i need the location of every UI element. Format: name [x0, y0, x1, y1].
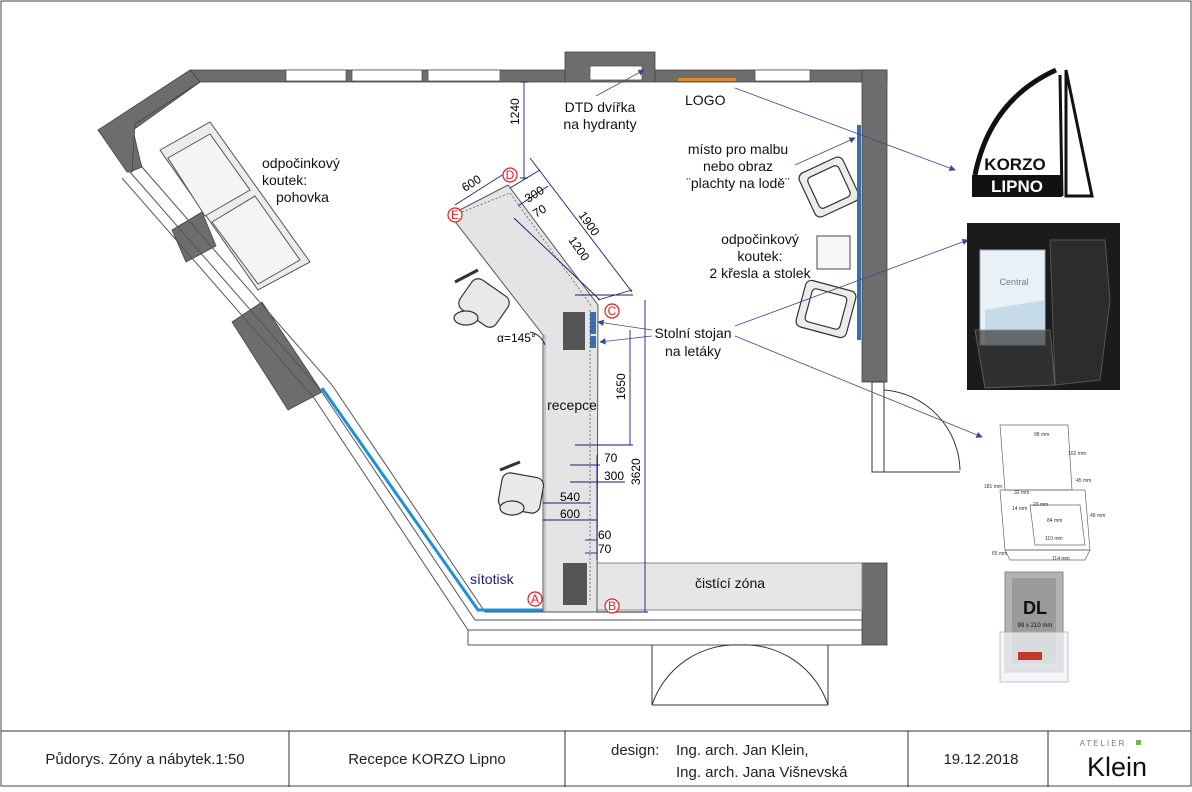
sofa-corner-label-1: odpočinkový: [262, 155, 340, 171]
dim-3620: 3620: [629, 458, 643, 485]
painting-pointer: [794, 137, 856, 166]
angle-label: α=145°: [497, 331, 536, 345]
studio-logo: Klein: [1087, 752, 1147, 782]
logo-lipno-text: LIPNO: [991, 177, 1043, 196]
drawing-dim-110: 110 mm: [1045, 536, 1063, 542]
studio-green-dot: [1136, 740, 1141, 745]
drawing-dim-48: 48 mm: [1090, 513, 1105, 519]
reception-label: recepce: [547, 397, 597, 413]
stand-label-1: Stolní stojan: [654, 325, 731, 341]
title-project: Recepce KORZO Lipno: [348, 751, 506, 768]
title-designer-1: Ing. arch. Jan Klein,: [676, 742, 809, 759]
painting-bar: [857, 125, 861, 340]
dim-70-bot: 70: [598, 542, 612, 556]
leaflet-stand-drawing: [999, 424, 1091, 561]
sofa-corner-label-3: pohovka: [276, 189, 329, 205]
dim-70-mid: 70: [604, 451, 618, 465]
dl-title: DL: [1023, 598, 1047, 618]
drawing-dim-98: 98 mm: [1034, 432, 1049, 438]
armchair-top: [798, 156, 860, 218]
marker-b: B: [608, 599, 616, 613]
entrance-doors: [651, 644, 829, 706]
title-design-label: design:: [611, 742, 659, 759]
screen-print-label: sítotisk: [470, 571, 515, 587]
reception-desk: [449, 184, 599, 613]
painting-label-1: místo pro malbu: [688, 141, 788, 157]
painting-label-3: ¨plachty na lodě¨: [686, 175, 790, 191]
dl-size: 99 x 210 mm: [1018, 623, 1053, 629]
dim-300-mid: 300: [604, 469, 624, 483]
title-designer-2: Ing. arch. Jana Višnevská: [676, 764, 848, 781]
photo-brand-text: Central: [999, 277, 1028, 287]
logo-bar: [678, 78, 736, 81]
hydrant-label-2: na hydranty: [563, 116, 636, 132]
dim-300-top: 300: [522, 183, 547, 206]
cleaning-zone-label: čistící zóna: [695, 575, 765, 591]
chairs-corner-label-3: 2 křesla a stolek: [709, 265, 811, 281]
screen-print-line: [320, 387, 560, 612]
dim-540: 540: [560, 490, 580, 504]
dim-600-top: 600: [459, 172, 484, 195]
dim-60: 60: [598, 528, 612, 542]
drawing-dim-45: 45 mm: [1076, 478, 1091, 484]
drawing-dim-32: 32 mm: [1014, 490, 1029, 496]
top-windows: [285, 65, 811, 82]
point-markers: [447, 167, 620, 614]
title-plan: Půdorys. Zóny a nábytek.1:50: [45, 751, 244, 768]
marker-d: D: [506, 168, 515, 182]
drawing-dim-84: 84 mm: [1047, 518, 1062, 524]
title-block: [1, 730, 1191, 787]
drawing-dim-65: 65 mm: [992, 551, 1007, 557]
drawing-dim-23: 23 mm: [1033, 502, 1048, 508]
stand-pointer-1: [597, 319, 653, 331]
stand-label-2: na letáky: [665, 343, 721, 359]
cleaning-zone: [596, 562, 863, 611]
marker-a: A: [531, 592, 539, 606]
drawing-dim-14: 14 mm: [1012, 506, 1027, 512]
hydrant-pointer: [595, 69, 645, 97]
logo-pointer: [734, 87, 956, 172]
dim-1650: 1650: [614, 373, 628, 400]
leaflet-stand-photo: Central: [967, 223, 1120, 390]
stand-drawing-pointer: [734, 335, 983, 438]
chairs-corner-label-1: odpočinkový: [721, 231, 799, 247]
dl-stand-photo: DL 99 x 210 mm: [999, 571, 1069, 683]
drawing-dim-181: 181 mm: [984, 484, 1002, 490]
leaflet-stand-drawing-dims: 98 mm 102 mm 181 mm 45 mm 32 mm 23 mm 14…: [984, 432, 1105, 562]
armchair-bottom: [795, 279, 857, 339]
logo-label: LOGO: [685, 92, 726, 108]
side-table: [816, 235, 851, 270]
marker-c: C: [608, 304, 617, 318]
title-date: 19.12.2018: [943, 751, 1018, 768]
office-chair-bottom: [497, 460, 545, 516]
hydrant-label-1: DTD dvířka: [565, 99, 636, 115]
side-door: [871, 381, 961, 473]
korzo-lipno-logo: KORZO LIPNO: [972, 67, 1094, 198]
drawing-dim-114: 114 mm: [1052, 556, 1070, 562]
dim-1240: 1240: [508, 98, 522, 125]
chairs-corner-label-2: koutek:: [737, 248, 782, 264]
studio-small-label: ATELIER: [1080, 739, 1127, 748]
logo-korzo-text: KORZO: [984, 155, 1045, 174]
sofa: [159, 121, 311, 291]
marker-e: E: [451, 208, 459, 222]
drawing-dim-102: 102 mm: [1068, 451, 1086, 457]
dimension-lines: [454, 81, 648, 613]
stand-pointer-2: [599, 335, 653, 345]
sofa-corner-label-2: koutek:: [262, 172, 307, 188]
painting-label-2: nebo obraz: [703, 158, 773, 174]
dim-600-bot: 600: [560, 507, 580, 521]
office-chair-top: [453, 268, 510, 328]
stand-photo-pointer: [734, 238, 969, 327]
dim-1200: 1200: [566, 234, 593, 264]
